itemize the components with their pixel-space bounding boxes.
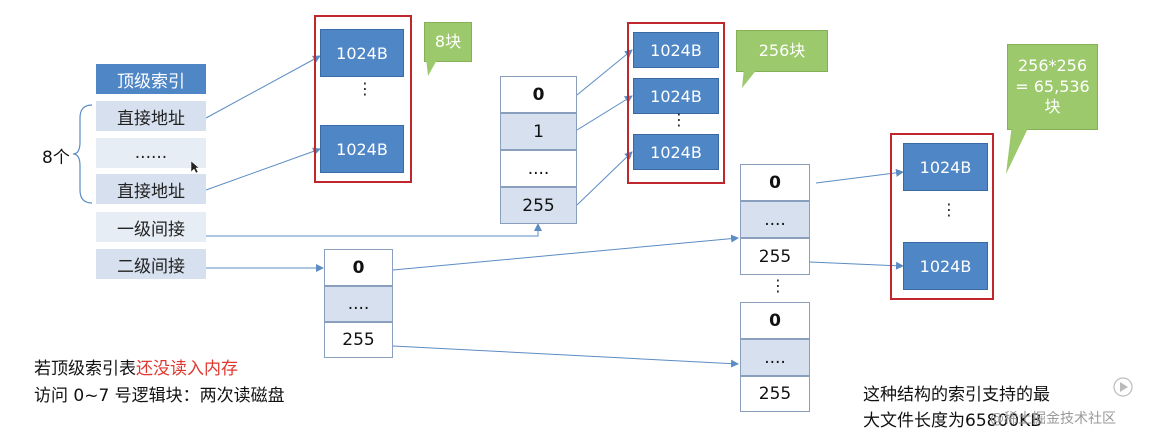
brace-icon [72, 104, 93, 204]
callout-direct-count: 8块 [424, 22, 472, 62]
conclusion-line-1: 这种结构的索引支持的最 [863, 385, 1050, 405]
direct-address-last: 直接地址 [96, 174, 206, 206]
play-icon [1113, 377, 1133, 397]
callout-tail [742, 68, 758, 88]
single-indirect-row: 一级间接 [96, 212, 206, 244]
callout-tail [426, 58, 438, 76]
data-block: 1024B [903, 242, 988, 290]
index-block-c-dots: .... [740, 201, 810, 238]
index-block-b-first: 0 [324, 249, 393, 286]
index-block-d-dots: .... [740, 339, 810, 376]
mouse-cursor-icon [190, 160, 200, 174]
index-block-c-first: 0 [740, 164, 810, 201]
data-block: 1024B [633, 134, 719, 170]
single-indirect-blocks-frame [627, 22, 725, 184]
callout-line: 块 [1044, 97, 1061, 117]
index-block-a-second: 1 [500, 113, 577, 150]
data-block: 1024B [320, 29, 404, 77]
data-block: 1024B [320, 125, 404, 173]
callout-single-indirect-count: 256块 [736, 30, 828, 72]
index-block-c-last: 255 [740, 238, 810, 275]
note-prefix: 若顶级索引表 [34, 359, 136, 379]
index-block-d-first: 0 [740, 302, 810, 339]
brace-label: 8个 [42, 148, 70, 168]
data-block: 1024B [633, 78, 719, 114]
index-block-b-last: 255 [324, 322, 393, 358]
direct-address-ellipsis: ...... [96, 138, 206, 170]
callout-line: 256*256 [1017, 55, 1088, 75]
index-block-a-first: 0 [500, 76, 577, 113]
index-block-a-dots: .... [500, 150, 577, 187]
note-line-2: 访问 0~7 号逻辑块：两次读磁盘 [34, 386, 285, 406]
direct-blocks-frame [314, 15, 412, 183]
vertical-ellipsis: ⋮ [671, 110, 687, 129]
vertical-ellipsis: ⋮ [357, 79, 373, 98]
note-line-1: 若顶级索引表还没读入内存 [34, 354, 238, 379]
data-block: 1024B [633, 32, 719, 68]
conclusion-line-2: 大文件长度为65800KB [863, 411, 1042, 431]
vertical-ellipsis: ⋮ [770, 276, 786, 295]
callout-line: = 65,536 [1015, 76, 1090, 96]
data-block: 1024B [903, 143, 988, 191]
index-block-b-dots: .... [324, 286, 393, 322]
double-indirect-row: 二级间接 [96, 249, 206, 281]
double-indirect-blocks-frame [890, 133, 994, 300]
vertical-ellipsis: ⋮ [941, 200, 957, 219]
direct-address-first: 直接地址 [96, 101, 206, 133]
index-block-d-last: 255 [740, 376, 810, 412]
index-block-a-last: 255 [500, 187, 577, 224]
note-highlight: 还没读入内存 [136, 359, 238, 379]
callout-tail [1006, 124, 1030, 174]
callout-double-indirect-count: 256*256 = 65,536 块 [1007, 44, 1098, 130]
top-index-header: 顶级索引 [96, 64, 206, 96]
watermark: @稀土掘金技术社区 [990, 411, 1116, 427]
